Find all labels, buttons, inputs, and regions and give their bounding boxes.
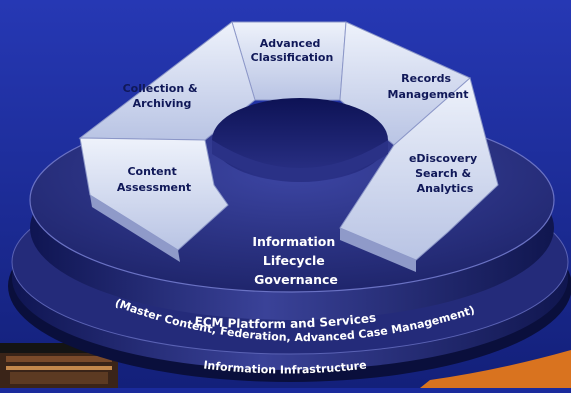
label-collection-archiving: Collection & Archiving (123, 82, 202, 110)
label-ediscovery: eDiscovery Search & Analytics (409, 152, 481, 195)
ring-infrastructure: Information Infrastructure (203, 358, 368, 376)
label-advanced-classification: Advanced Classification (251, 37, 334, 64)
segment-ediscovery (339, 77, 499, 261)
center-hole-wall (212, 140, 388, 182)
label-records-management: Records Management (388, 72, 469, 101)
label-content-assessment: Content Assessment (117, 165, 191, 194)
segments (78, 21, 499, 272)
backdrop-strip (420, 350, 571, 388)
center-label: Information Lifecycle Governance (252, 234, 339, 287)
segment-edge-right (340, 228, 416, 272)
segment-edge-left (90, 195, 180, 262)
